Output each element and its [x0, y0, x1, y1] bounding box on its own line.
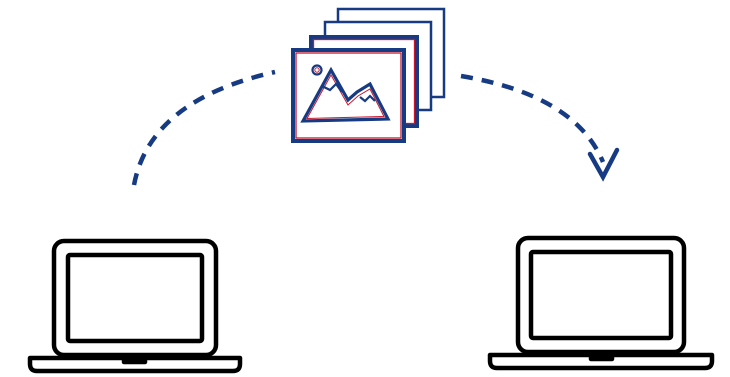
image-layer-1-inner	[295, 52, 402, 139]
source-laptop-base	[27, 355, 243, 374]
source-laptop-icon	[27, 238, 243, 374]
source-laptop-screen	[65, 252, 205, 344]
target-laptop-lid	[515, 235, 687, 355]
mountain-icon	[300, 66, 391, 123]
mountain-icon-inner	[306, 73, 385, 120]
arrowhead-icon	[587, 147, 620, 182]
target-laptop-screen	[528, 249, 674, 341]
snow-cap-right	[359, 94, 376, 103]
outgoing-dashed-arc	[131, 69, 276, 186]
image-layer-1	[291, 48, 406, 143]
source-laptop-lid	[51, 238, 219, 358]
incoming-dashed-arc	[460, 73, 606, 163]
sun-icon-inner	[314, 67, 320, 73]
source-laptop-notch	[121, 355, 148, 365]
target-laptop-base	[487, 352, 715, 371]
sun-icon	[311, 64, 323, 76]
target-laptop-icon	[487, 235, 715, 371]
image-stack-icon	[291, 7, 446, 143]
snow-cap-left	[321, 82, 343, 93]
target-laptop-notch	[588, 352, 615, 362]
